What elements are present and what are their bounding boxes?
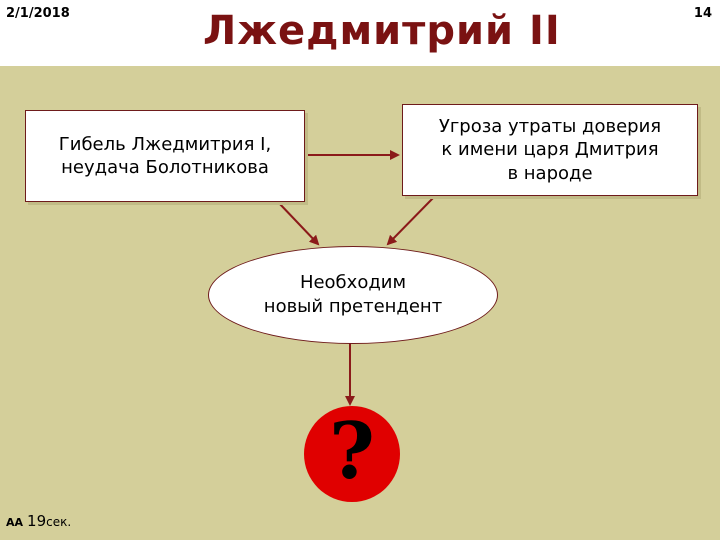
right-box: Угроза утраты доверия к имени царя Дмитр… [402,104,698,196]
question-mark: ? [329,406,375,497]
arrow-right-to-ellipse [386,195,436,246]
ellipse-line-1: Необходим [299,271,407,293]
slide-title: Лжедмитрий II [203,8,561,54]
left-box-line-1: Гибель Лжедмитрия I, [58,133,272,155]
ellipse-line-2: новый претендент [263,296,443,317]
slide-header-band [0,0,720,66]
arrow-left-to-ellipse [277,201,320,246]
timer-value: 19 [27,512,47,530]
right-box-line-3: в народе [507,162,593,184]
right-box-line-2: к имени царя Дмитрия [441,139,659,161]
slide-date: 2/1/2018 [6,6,70,21]
timer-unit: сек. [46,515,72,529]
left-box-line-2: неудача Болотникова [61,157,269,178]
slide-number: 14 [693,6,712,21]
timer-icon: AA [6,516,24,529]
left-box: Гибель Лжедмитрия I, неудача Болотникова [25,110,305,202]
center-ellipse: Необходим новый претендент [208,246,498,344]
question-circle: ? [304,406,400,502]
right-box-line-1: Угроза утраты доверия [438,115,662,137]
